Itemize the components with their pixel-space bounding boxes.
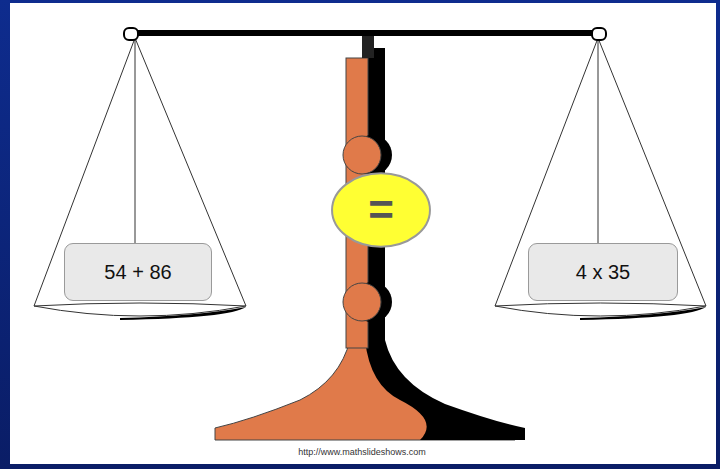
expression-box: 4 x 35 bbox=[528, 243, 678, 301]
expression-text: 4 x 35 bbox=[576, 261, 630, 284]
equals-sign: = bbox=[368, 188, 394, 232]
expression-box: 54 + 86 bbox=[64, 243, 212, 301]
equals-circle: = bbox=[330, 171, 432, 249]
expression-text: 54 + 86 bbox=[104, 261, 171, 284]
source-url: http://www.mathslideshows.com bbox=[298, 447, 426, 457]
